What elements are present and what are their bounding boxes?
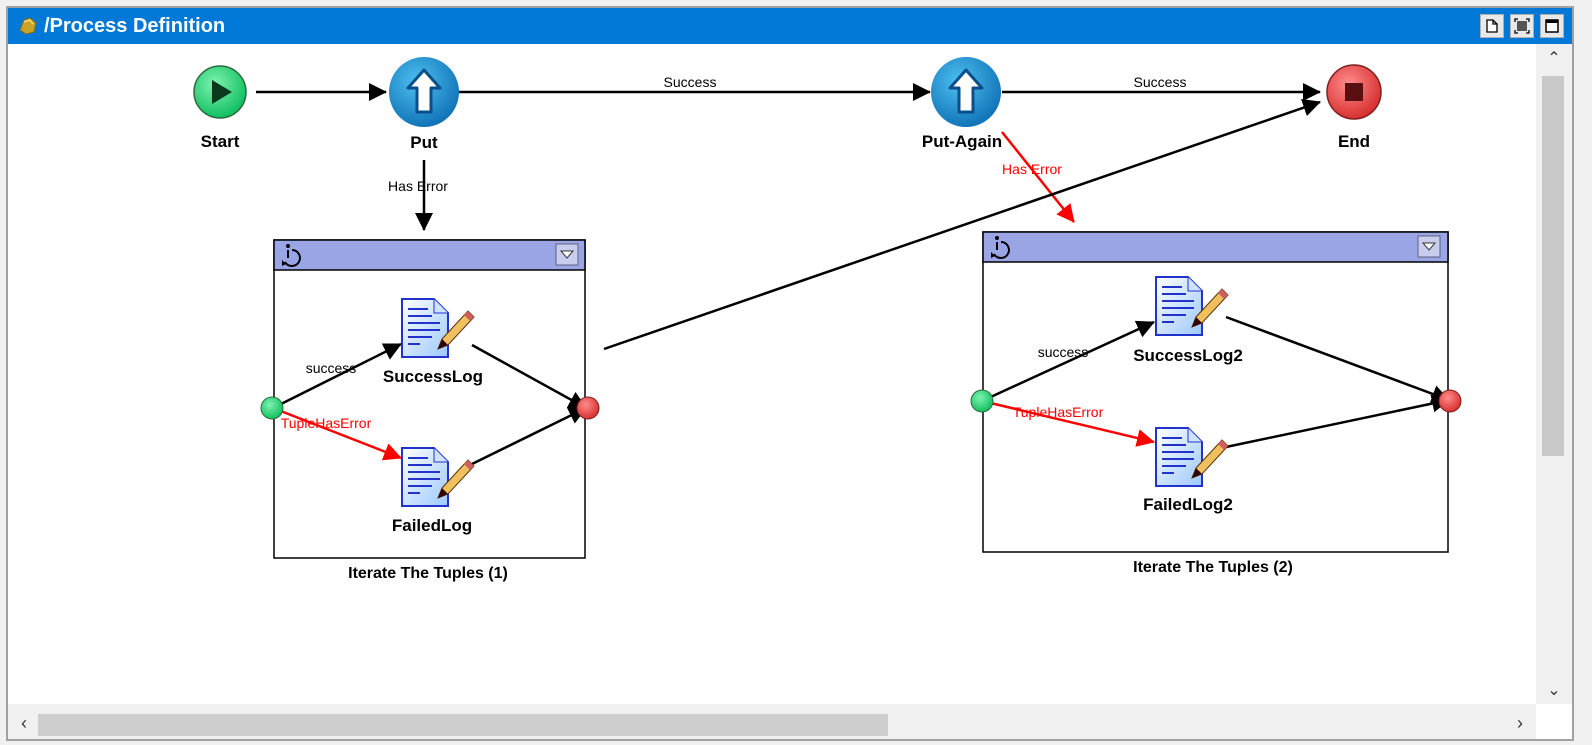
- process-icon: [19, 17, 37, 35]
- node-failed-log[interactable]: FailedLog: [392, 447, 475, 535]
- upload-icon: [929, 55, 1003, 129]
- edge-label-put-has-error: Has Error: [388, 178, 448, 194]
- new-page-button[interactable]: [1480, 14, 1504, 38]
- node-put[interactable]: Put: [387, 55, 461, 152]
- node-put-again[interactable]: Put-Again: [922, 55, 1003, 151]
- maximize-button[interactable]: [1540, 14, 1564, 38]
- page-icon: [1486, 19, 1498, 33]
- node-label-end: End: [1338, 132, 1370, 151]
- scroll-left-icon[interactable]: ‹: [21, 712, 27, 733]
- edge-label-put-again-has-error: Has Error: [1002, 161, 1062, 177]
- maximize-icon: [1545, 19, 1559, 33]
- vertical-scroll-thumb[interactable]: [1542, 76, 1564, 456]
- loop-label-1: Iterate The Tuples (1): [348, 565, 508, 582]
- fit-icon: [1514, 18, 1530, 34]
- node-success-log2[interactable]: SuccessLog2: [1133, 276, 1243, 365]
- horizontal-scroll-thumb[interactable]: [38, 714, 888, 736]
- chevron-down-icon: [1421, 242, 1437, 251]
- node-failed-log2[interactable]: FailedLog2: [1143, 427, 1233, 514]
- vertical-scrollbar[interactable]: ⌃ ⌄: [1536, 44, 1572, 704]
- node-label-put-again: Put-Again: [922, 132, 1002, 151]
- node-label-start: Start: [201, 132, 240, 151]
- scroll-right-icon[interactable]: ›: [1517, 712, 1523, 733]
- title-bar: /Process Definition: [8, 8, 1572, 44]
- loop-dropdown-button[interactable]: [555, 243, 579, 266]
- edge-loop2-success[interactable]: [981, 320, 1155, 403]
- edge-label-loop2-error: TupleHasError: [1013, 404, 1104, 420]
- diagram-canvas[interactable]: Success Success Has Error Has Error Star…: [8, 44, 1536, 704]
- scroll-down-icon[interactable]: ⌄: [1547, 682, 1561, 699]
- node-success-log[interactable]: SuccessLog: [383, 298, 483, 386]
- node-label-failed-log2: FailedLog2: [1143, 495, 1233, 514]
- node-label-success-log2: SuccessLog2: [1133, 346, 1243, 365]
- loop2-exit-point[interactable]: [1438, 389, 1462, 413]
- upload-icon: [387, 55, 461, 129]
- edge-put-again-has-error[interactable]: [1001, 131, 1075, 223]
- loop-icon: [991, 236, 1010, 259]
- loop1-exit-point[interactable]: [576, 396, 600, 420]
- node-label-failed-log: FailedLog: [392, 516, 472, 535]
- loop-icon: [282, 244, 301, 267]
- loop-label-2: Iterate The Tuples (2): [1133, 559, 1293, 576]
- node-label-put: Put: [410, 133, 438, 152]
- node-end[interactable]: End: [1326, 64, 1382, 151]
- node-start[interactable]: Start: [193, 65, 247, 151]
- loop-dropdown-button[interactable]: [1417, 235, 1441, 258]
- fit-view-button[interactable]: [1510, 14, 1534, 38]
- edge-label-loop1-success: success: [306, 360, 357, 376]
- loop-container-1[interactable]: success TupleHasError SuccessLog FailedL…: [260, 239, 600, 582]
- horizontal-scrollbar[interactable]: ‹ ›: [8, 704, 1536, 739]
- edge-label-loop2-success: success: [1038, 344, 1089, 360]
- loop1-entry-point[interactable]: [260, 396, 284, 420]
- edge-loop2-error[interactable]: [981, 399, 1155, 447]
- process-definition-window: /Process Definition: [6, 6, 1574, 741]
- loop-container-2[interactable]: success TupleHasError SuccessLog2 Failed…: [970, 231, 1462, 576]
- window-title: /Process Definition: [44, 14, 226, 37]
- edge-loop1-end[interactable]: [603, 99, 1321, 351]
- edge-label-success-2: Success: [1134, 74, 1187, 90]
- edge-label-loop1-error: TupleHasError: [281, 415, 372, 431]
- edge-loop1-success[interactable]: [272, 342, 402, 410]
- process-diagram: Success Success Has Error Has Error Star…: [193, 55, 1462, 582]
- loop2-entry-point[interactable]: [970, 389, 994, 413]
- chevron-down-icon: [559, 250, 575, 259]
- node-label-success-log: SuccessLog: [383, 367, 483, 386]
- scroll-up-icon[interactable]: ⌃: [1547, 50, 1561, 67]
- edge-loop1-error[interactable]: [272, 406, 402, 461]
- edge-label-success-1: Success: [664, 74, 717, 90]
